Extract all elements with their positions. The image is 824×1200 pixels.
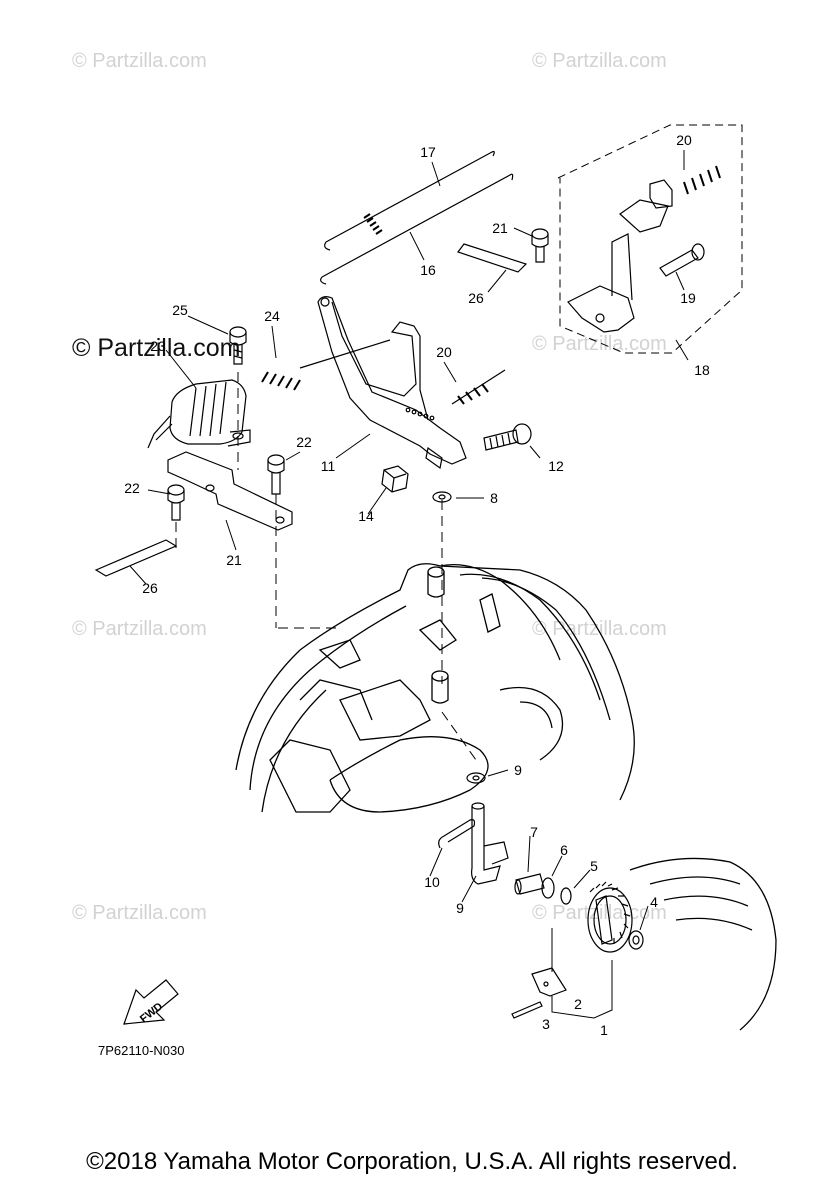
callout-23: 23 [150, 338, 166, 354]
lever-bracket-11 [317, 296, 467, 470]
solenoid-23 [147, 379, 251, 449]
spring-24 [261, 339, 391, 391]
watermark-top-right: © Partzilla.com [532, 50, 667, 72]
callout-14: 16 [420, 262, 436, 278]
callout-26-right: 26 [468, 290, 484, 306]
callout-15: 17 [420, 144, 436, 160]
callout-8: 9 [456, 900, 464, 916]
bracket-16 [567, 179, 673, 333]
callout-2: 2 [574, 996, 582, 1012]
lower-housing [629, 857, 777, 1031]
rod-15 [324, 150, 495, 251]
callout-4: 4 [650, 894, 658, 910]
callout-21: 21 [226, 552, 242, 568]
callout-9-upper: 8 [490, 490, 498, 506]
bolt-12 [483, 423, 532, 451]
bracket-21 [167, 451, 293, 531]
washer-9-lower [466, 772, 486, 784]
watermark-mid-right: © Partzilla.com [532, 333, 667, 355]
shaft-lever-8 [471, 802, 509, 885]
callout-1: 1 [600, 1022, 608, 1038]
pin-7 [514, 873, 545, 895]
gear-1 [587, 881, 633, 953]
washer-6 [541, 877, 555, 899]
callout-10: 10 [424, 874, 440, 890]
watermark-top-left: © Partzilla.com [72, 50, 207, 72]
ring-5 [560, 887, 572, 905]
washer-4 [628, 930, 644, 950]
callout-25: 25 [172, 302, 188, 318]
fwd-arrow-icon [123, 979, 179, 1025]
callout-24: 24 [264, 308, 280, 324]
callout-20-right: 21 [492, 220, 508, 236]
bolt-22 [267, 454, 285, 495]
callout-18: 20 [676, 132, 692, 148]
callout-20-left: 22 [124, 480, 140, 496]
callout-11: 11 [320, 458, 336, 474]
callout-9-lower: 9 [514, 762, 522, 778]
watermark-bottom-right: © Partzilla.com [532, 902, 667, 924]
nut-13 [381, 465, 409, 493]
callout-22: 22 [296, 434, 312, 450]
callout-3: 3 [542, 1016, 550, 1032]
engine-housing [235, 563, 635, 813]
watermark-bottom-left: © Partzilla.com [72, 902, 207, 924]
spring-19 [451, 369, 506, 405]
copyright-footer: ©2018 Yamaha Motor Corporation, U.S.A. A… [86, 1148, 738, 1175]
alignment-lines [175, 372, 477, 761]
callout-12: 12 [548, 458, 564, 474]
assembly-16-dashed-box [557, 124, 743, 354]
pin-3 [511, 1001, 543, 1019]
callout-13: 14 [358, 508, 374, 524]
callout-26-left: 26 [142, 580, 158, 596]
strip-26-left [94, 539, 178, 577]
diagram-code: 7P62110-N030 [98, 1043, 185, 1058]
callout-leaders [129, 150, 689, 931]
strip-26-right [457, 243, 528, 273]
callout-6: 6 [560, 842, 568, 858]
rod-14 [320, 173, 514, 285]
callout-16: 18 [694, 362, 710, 378]
pin-clip-10 [438, 819, 476, 849]
callout-5: 5 [590, 858, 598, 874]
watermark-mid-left: © Partzilla.com [72, 334, 241, 362]
bolt-25 [229, 326, 247, 365]
callout-17: 19 [680, 290, 696, 306]
spring-18 [683, 165, 721, 195]
bolt-20-left [167, 484, 185, 521]
bolt-17 [659, 243, 705, 277]
callout-7: 7 [530, 824, 538, 840]
bolt-20-right [531, 228, 549, 263]
watermark-lower-left: © Partzilla.com [72, 618, 207, 640]
plate-2 [531, 967, 567, 997]
callout-19: 20 [436, 344, 452, 360]
